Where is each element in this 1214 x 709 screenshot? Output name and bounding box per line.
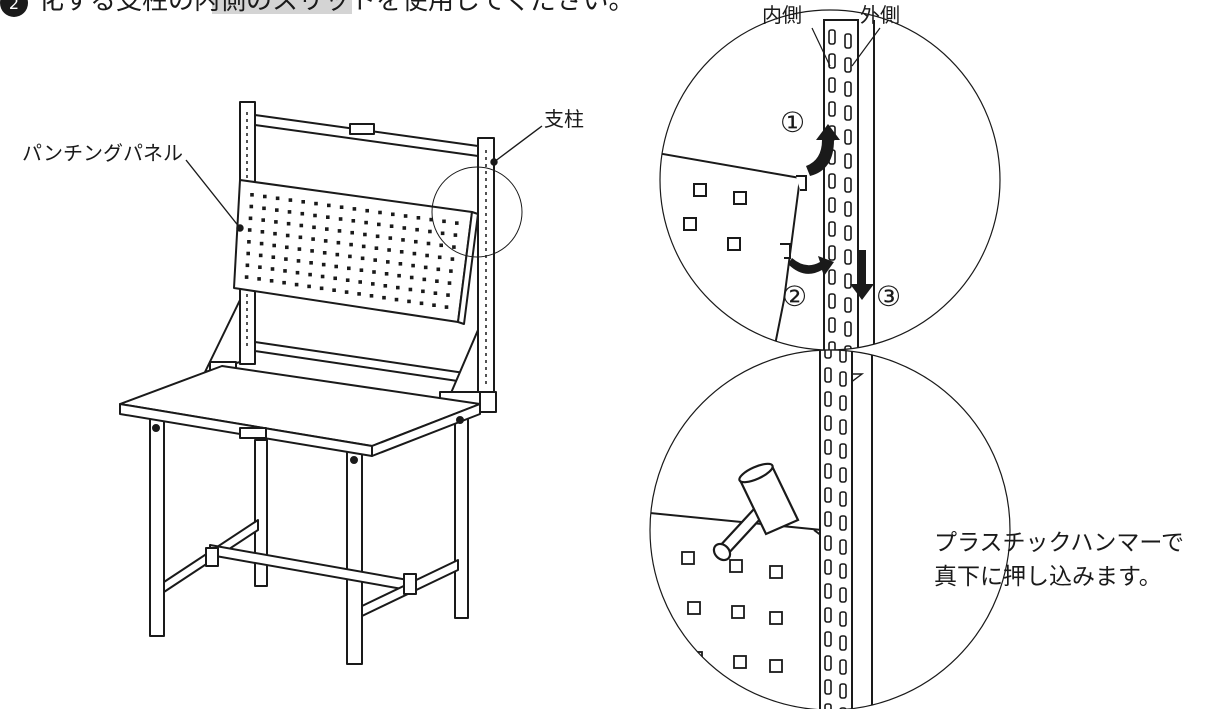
step-3: ③: [876, 280, 901, 313]
leg-front-left: [149, 417, 165, 637]
label-punching-panel: パンチングパネル: [22, 141, 183, 165]
bracket-right: [447, 329, 479, 401]
upright-right: [477, 137, 495, 399]
rail-center: [209, 544, 409, 591]
post-slots: [828, 29, 852, 350]
step-1: ①: [780, 106, 805, 139]
post-slots-bottom: [824, 350, 847, 709]
panel-lip: [457, 211, 479, 325]
header-highlight: [212, 0, 352, 14]
arrow-lift: [806, 124, 840, 176]
workbench-illustration: [119, 101, 497, 665]
front-handle: [239, 427, 267, 439]
label-outer: 外側: [860, 3, 900, 27]
leg-back-right: [454, 417, 469, 619]
detail-post-bottom: [819, 350, 853, 709]
leg-back-left: [254, 439, 268, 587]
punching-panel: [233, 179, 473, 323]
detail-callout-circle: [431, 166, 523, 258]
panel-holes: [244, 193, 459, 309]
desktop-side-edge: [371, 403, 481, 457]
label-post: 支柱: [544, 107, 584, 131]
label-inner: 内側: [762, 3, 802, 27]
top-beam: [254, 114, 479, 157]
top-detail: ① ② ③: [659, 9, 1001, 351]
bottom-detail: [649, 349, 1011, 709]
header-text: 化する支柱の内側のスリットを使用してください。: [38, 0, 634, 16]
step-number-badge: [0, 0, 28, 17]
leader-lines: [185, 125, 543, 258]
plastic-hammer-icon: [712, 462, 800, 562]
detail-panel: [660, 148, 802, 350]
arrow-down: [850, 250, 874, 300]
instruction-line-2: 真下に押し込みます。: [934, 564, 1162, 590]
leg-front-right: [346, 451, 363, 665]
step-2: ②: [782, 280, 807, 313]
arrow-hook: [788, 256, 834, 276]
instruction-line-1: プラスチックハンマーで: [934, 530, 1184, 556]
header-instruction: 2 化する支柱の内側のスリットを使用してください。: [0, 0, 634, 17]
step-number: 2: [9, 0, 19, 13]
